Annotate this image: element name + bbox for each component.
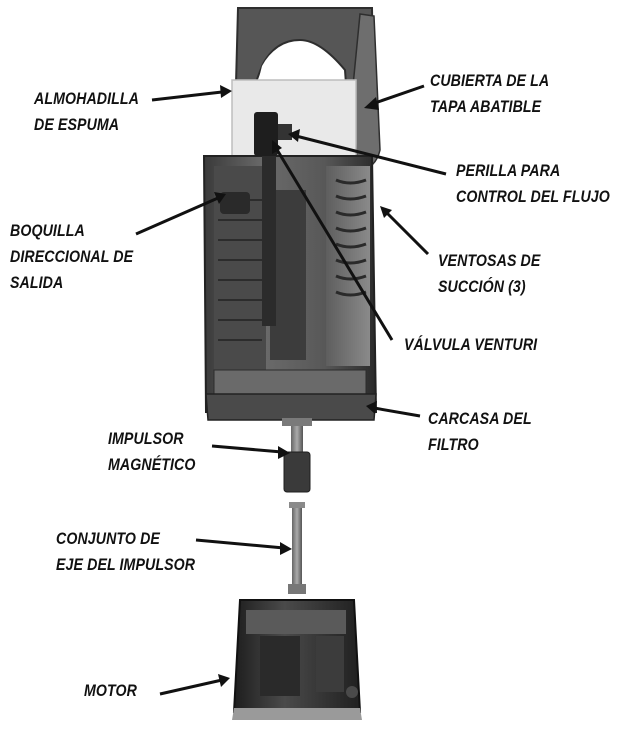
label-motor-line1: MOTOR — [84, 682, 137, 700]
venturi-tube — [262, 156, 276, 326]
label-impulsor: IMPULSOR MAGNÉTICO — [108, 426, 195, 478]
arrow-ventosas — [380, 206, 430, 256]
label-impulsor-line2: MAGNÉTICO — [108, 456, 196, 474]
arrow-conjunto — [195, 538, 292, 555]
label-ventosas: VENTOSAS DE SUCCIÓN (3) — [438, 248, 540, 300]
label-perilla-line1: PERILLA PARA — [456, 162, 561, 180]
label-motor: MOTOR — [84, 678, 137, 704]
label-valvula: VÁLVULA VENTURI — [404, 332, 537, 358]
label-ventosas-line2: SUCCIÓN (3) — [438, 278, 526, 296]
label-almohadilla: ALMOHADILLA DE ESPUMA — [34, 86, 139, 138]
motor — [232, 599, 362, 720]
arrow-carcasa — [366, 401, 421, 418]
label-boquilla-line1: BOQUILLA — [10, 222, 85, 240]
label-boquilla-line2: DIRECCIONAL DE — [10, 248, 134, 266]
label-carcasa-line2: FILTRO — [428, 436, 479, 454]
arrow-perilla — [288, 129, 447, 176]
arrow-boquilla — [135, 192, 226, 236]
label-cubierta-line1: CUBIERTA DE LA — [430, 72, 550, 90]
label-cubierta-line2: TAPA ABATIBLE — [430, 98, 542, 116]
label-boquilla-line3: SALIDA — [10, 274, 64, 292]
label-valvula-line1: VÁLVULA VENTURI — [404, 336, 538, 354]
label-conjunto: CONJUNTO DE EJE DEL IMPULSOR — [56, 526, 195, 578]
impeller-shaft — [288, 502, 306, 594]
arrow-almohadilla — [151, 85, 232, 102]
magnetic-impeller — [282, 418, 312, 493]
nozzle — [220, 192, 250, 214]
arrow-cubierta — [364, 84, 425, 110]
label-carcasa: CARCASA DEL FILTRO — [428, 406, 532, 458]
label-carcasa-line1: CARCASA DEL — [428, 410, 532, 428]
arrow-impulsor — [211, 444, 290, 459]
label-conjunto-line1: CONJUNTO DE — [56, 530, 160, 548]
label-almohadilla-line1: ALMOHADILLA — [34, 90, 140, 108]
label-perilla: PERILLA PARA CONTROL DEL FLUJO — [456, 158, 610, 210]
label-conjunto-line2: EJE DEL IMPULSOR — [56, 556, 196, 574]
flip-cover — [234, 7, 381, 173]
label-cubierta: CUBIERTA DE LA TAPA ABATIBLE — [430, 68, 549, 120]
label-ventosas-line1: VENTOSAS DE — [438, 252, 541, 270]
arrow-valvula — [272, 140, 394, 341]
label-perilla-line2: CONTROL DEL FLUJO — [456, 188, 610, 206]
label-almohadilla-line2: DE ESPUMA — [34, 116, 120, 134]
label-boquilla: BOQUILLA DIRECCIONAL DE SALIDA — [10, 218, 133, 296]
callout-arrows — [135, 84, 447, 696]
label-impulsor-line1: IMPULSOR — [108, 430, 184, 448]
arrow-motor — [159, 674, 230, 696]
